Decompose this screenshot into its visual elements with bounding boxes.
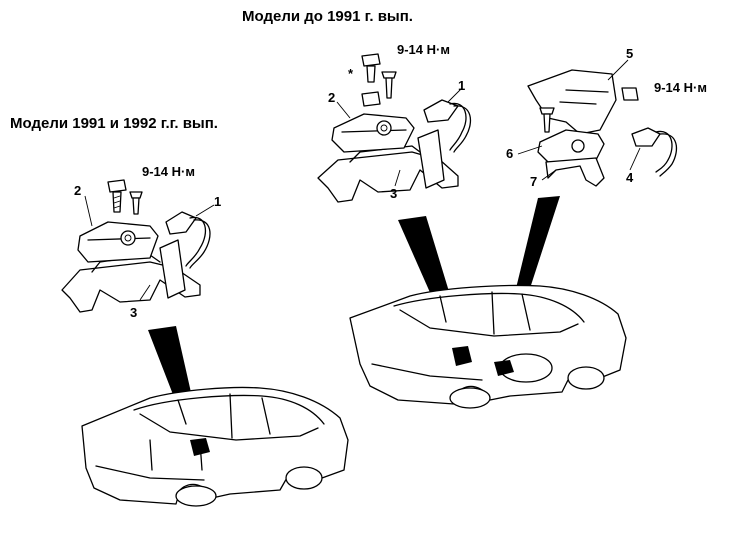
right-torque-label: 9-14 Н·м: [654, 80, 707, 95]
left-label-2: 2: [74, 183, 82, 198]
left-car-outline: [81, 386, 349, 507]
middle-label-2: 2: [328, 90, 336, 105]
middle-label-3: 3: [390, 186, 398, 201]
heading-pre-1991: Модели до 1991 г. вып.: [242, 8, 413, 25]
left-torque-label: 9-14 Н·м: [142, 164, 195, 179]
right-sensor-assembly: [500, 59, 678, 356]
right-car-outline: [349, 284, 627, 409]
right-label-7: 7: [530, 174, 538, 189]
left-sensor-assembly: [61, 179, 215, 454]
right-label-6: 6: [506, 146, 514, 161]
right-label-5: 5: [626, 46, 634, 61]
right-label-4: 4: [626, 170, 634, 185]
middle-asterisk: *: [348, 66, 354, 81]
left-label-3: 3: [130, 305, 138, 320]
left-label-1: 1: [214, 194, 222, 209]
middle-torque-label: 9-14 Н·м: [397, 42, 450, 57]
middle-label-1: 1: [458, 78, 466, 93]
heading-1991-1992: Модели 1991 и 1992 г.г. вып.: [10, 115, 218, 132]
